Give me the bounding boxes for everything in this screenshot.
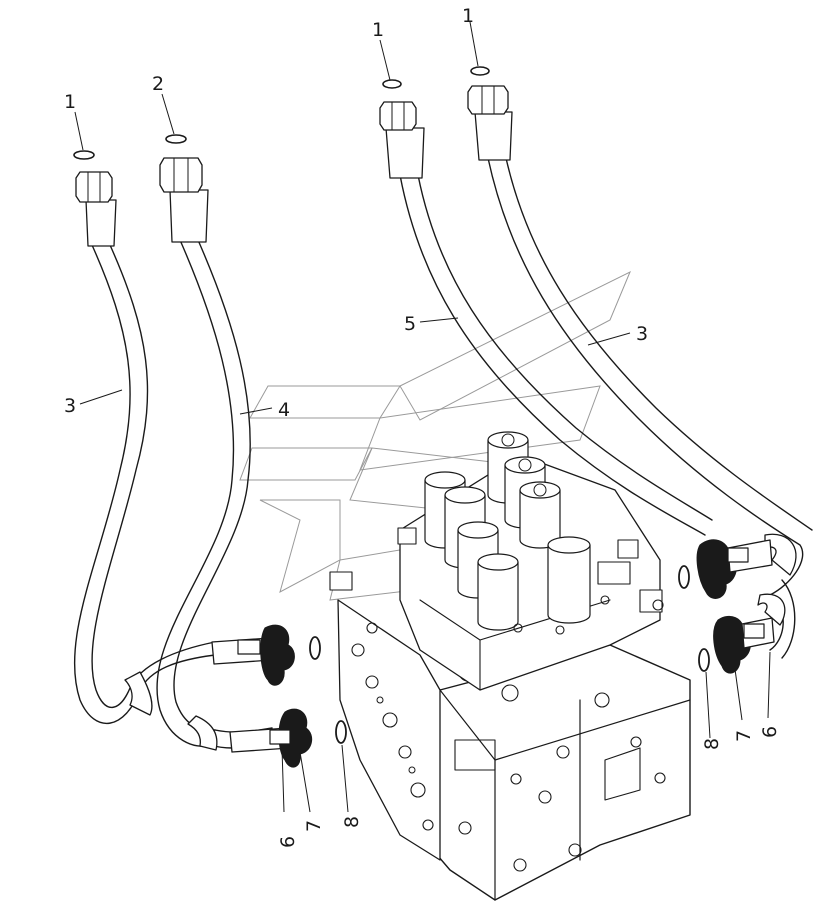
hose-hex-nuts [75,85,509,203]
callout-6-bottom: 6 [277,836,299,848]
hose-left-inner [156,239,273,749]
solenoid-cartridge [519,481,561,549]
callout-7-bottom: 7 [303,820,325,832]
callout-3-right: 3 [636,323,648,345]
callout-8-right: 8 [701,738,723,750]
callout-7-right: 7 [733,730,755,742]
solenoid-cartridge [477,553,519,631]
flange-fittings [211,539,775,768]
callout-6-right: 6 [759,726,781,738]
callout-3-left: 3 [64,395,76,417]
sealing-washers-top [73,66,490,160]
callout-5: 5 [404,313,416,335]
hose-left-outer [73,244,216,725]
callout-1-right: 1 [462,5,474,27]
leader-lines [74,21,771,813]
solenoid-cartridge [547,536,591,624]
callout-2: 2 [152,73,164,95]
hose-ferrules [85,111,797,751]
callout-1-left: 1 [64,91,76,113]
callout-1-mid: 1 [372,19,384,41]
callout-4: 4 [278,399,290,421]
callouts: 1 2 1 1 3 4 5 3 6 7 8 8 7 6 [64,5,781,848]
solenoid-valve-section [329,431,664,691]
o-rings [309,565,710,744]
control-valve-body [337,599,691,901]
callout-8-bottom: 8 [341,816,363,828]
hose-right-5 [399,174,713,536]
